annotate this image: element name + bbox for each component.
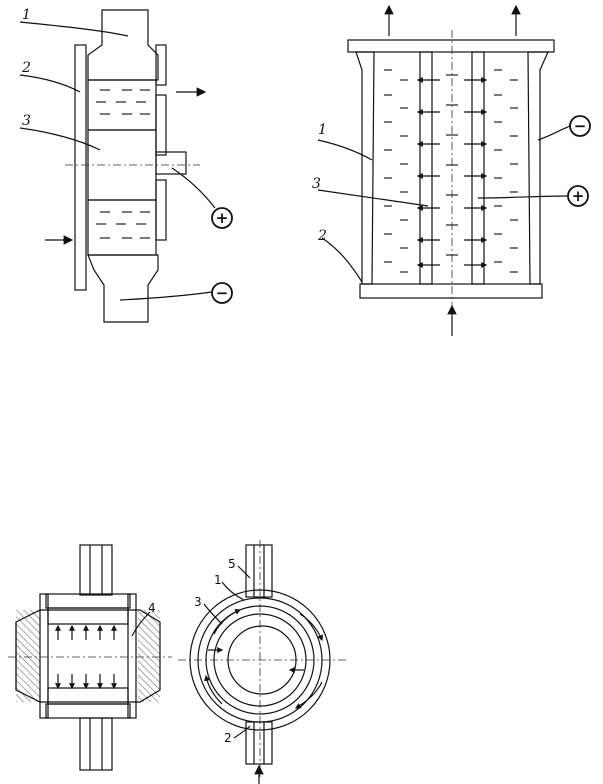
fig-d-label-3: 3: [194, 595, 202, 609]
bottom-pipe: [79, 717, 113, 771]
fig-d-label-2: 2: [224, 731, 232, 745]
svg-text:+: +: [572, 187, 585, 205]
fig-b-label-2: 2: [317, 228, 327, 244]
electrolyte-dashes-a: [96, 89, 150, 239]
top-lid: [347, 39, 555, 53]
minus-terminal-icon: [211, 282, 233, 304]
svg-text:−: −: [216, 284, 229, 302]
plus-terminal-icon-b: [567, 185, 589, 207]
housing-top: [45, 593, 131, 609]
outer-wall-left: [355, 51, 375, 285]
d-top-pipe: [245, 544, 273, 598]
d-bottom-pipe: [245, 721, 273, 765]
svg-text:−: −: [574, 117, 587, 135]
plus-terminal-icon: [211, 207, 233, 229]
housing-bottom: [45, 703, 131, 719]
working-zone-top: [47, 607, 129, 625]
svg-text:+: +: [216, 209, 229, 227]
electrolyte-dashes-b-right: [494, 69, 518, 273]
top-pipe: [79, 544, 113, 596]
bottom-electrode: [87, 254, 159, 323]
flow-arrows-c: [55, 624, 117, 690]
fig-b-label-1: 1: [318, 122, 327, 138]
minus-terminal-icon-b: [569, 115, 591, 137]
electrolyte-chamber-upper: [87, 79, 157, 131]
inner-wall-right: [471, 51, 485, 285]
figure-d-cross-section: 5 1 3 2: [178, 540, 346, 784]
swirl-arrows-d: [204, 608, 324, 709]
fig-b-label-3: 3: [312, 176, 321, 192]
housing-right: [127, 593, 137, 719]
flow-arrows-b: [416, 77, 488, 268]
bottom-plate: [359, 283, 543, 299]
fig-d-label-1: 1: [214, 573, 222, 587]
outer-wall-right: [527, 51, 549, 285]
electrolyte-dashes-b-left: [384, 69, 408, 273]
left-casing-wall: [74, 44, 87, 291]
top-electrode: [87, 9, 159, 81]
center-channel-marks: [446, 74, 458, 256]
housing-left: [39, 593, 49, 719]
right-casing-mid: [155, 94, 167, 156]
electrolyte-chamber-lower: [87, 199, 157, 256]
right-casing-low: [155, 179, 167, 241]
inner-wall-left: [419, 51, 433, 285]
fig-a-label-3: 3: [22, 113, 31, 129]
fig-c-label-4: 4: [148, 601, 156, 615]
fig-d-label-5: 5: [228, 557, 236, 571]
right-casing-upper: [155, 44, 167, 86]
terminal-stub: [155, 151, 187, 175]
figure-a-cell-section: 1 2 3 + −: [19, 7, 233, 323]
figure-b-cylindrical-cell: 1 3 2 − +: [312, 4, 591, 336]
fig-a-label-2: 2: [21, 60, 31, 76]
fig-a-label-1: 1: [22, 7, 31, 23]
figure-c-side-section: 4: [8, 544, 172, 771]
